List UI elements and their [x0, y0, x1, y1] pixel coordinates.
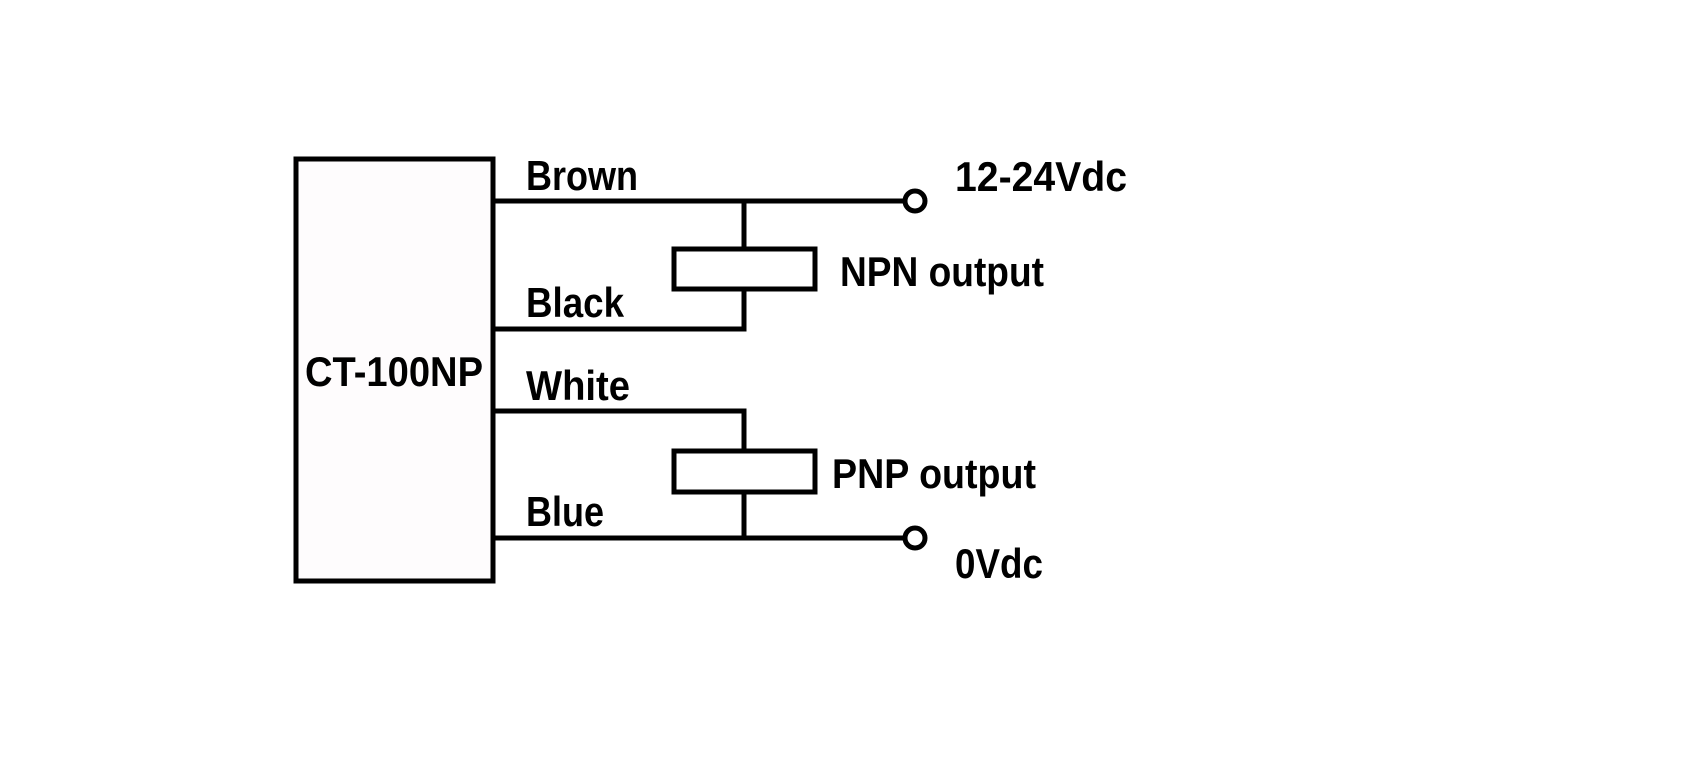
supply-terminal [902, 188, 928, 214]
pnp-output-label: PNP output [832, 450, 1036, 497]
black-wire-label: Black [526, 279, 625, 326]
ground-voltage-label: 0Vdc [955, 540, 1043, 587]
sensor-body [293, 156, 496, 584]
supply-voltage-label: 12-24Vdc [955, 153, 1127, 200]
blue-wire-label: Blue [526, 488, 604, 535]
ground-terminal [902, 525, 928, 551]
pnp-load [671, 448, 818, 495]
npn-output-label: NPN output [840, 248, 1044, 295]
white-wire-label: White [526, 362, 630, 409]
brown-wire-label: Brown [526, 152, 638, 199]
sensor-model-label: CT-100NP [305, 348, 483, 395]
npn-load [671, 246, 818, 292]
